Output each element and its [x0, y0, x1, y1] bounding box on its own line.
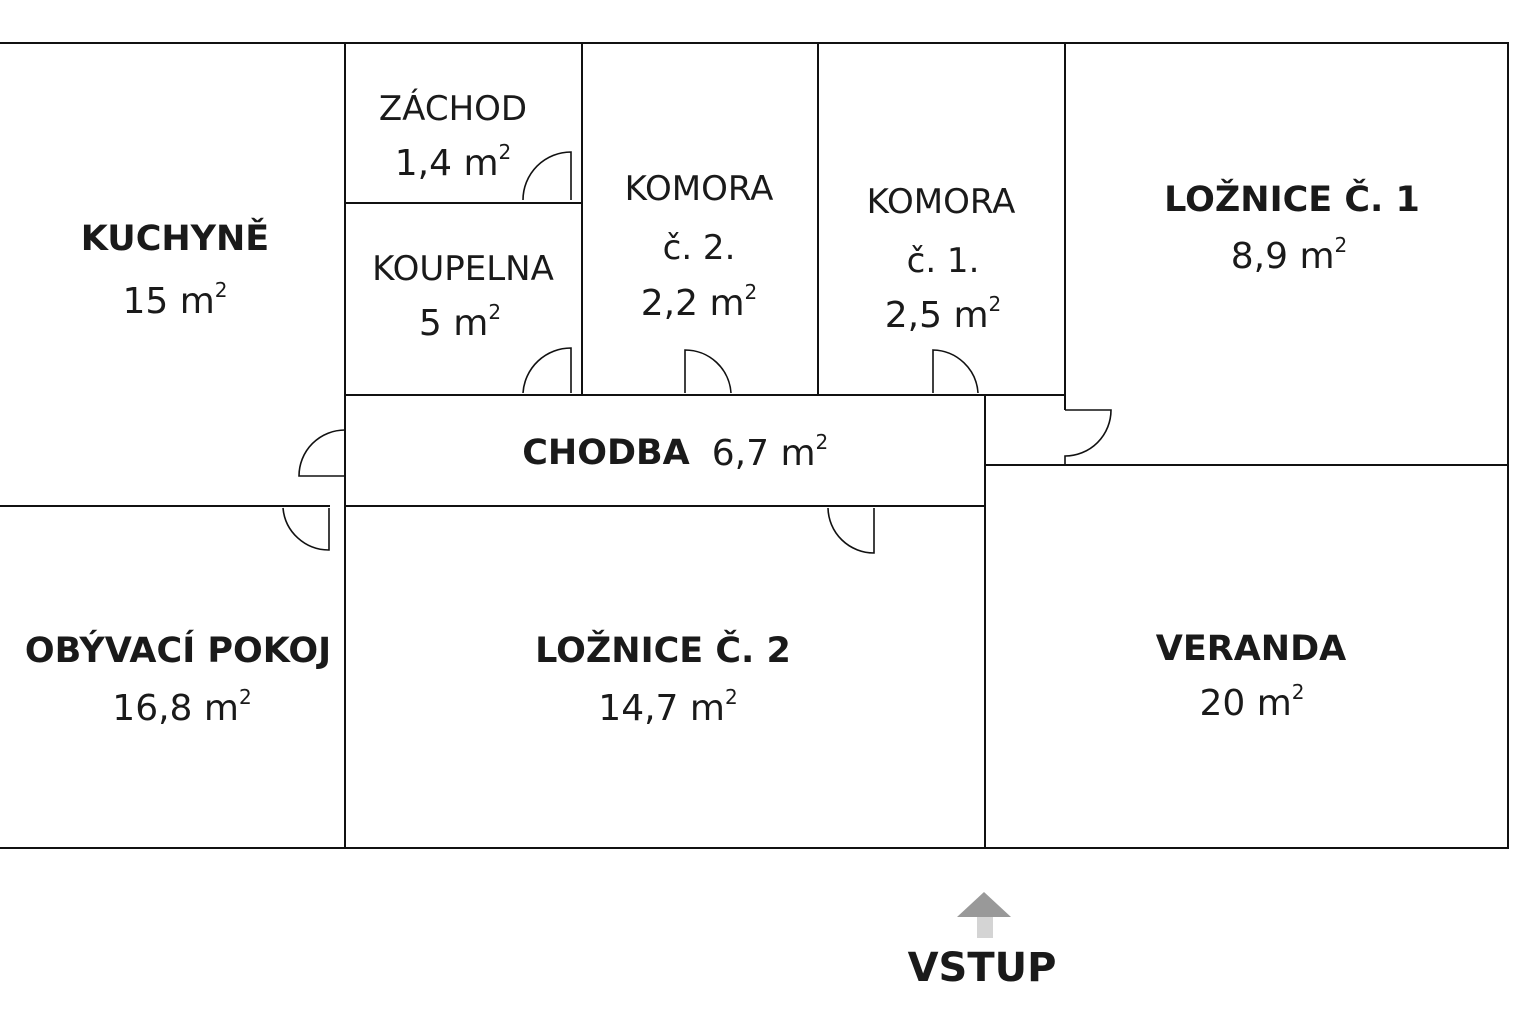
walls [0, 42, 1509, 849]
entrance-label: VSTUP [908, 945, 1057, 991]
room-name-loznice2: LOŽNICE Č. 2 [535, 629, 791, 671]
room-area-kuchyne: 15 m2 [122, 278, 227, 322]
door-komora2 [684, 349, 732, 394]
door-koupelna [522, 347, 572, 394]
room-name-zachod: ZÁCHOD [379, 88, 527, 129]
room-name-komora2: KOMORA [625, 169, 774, 209]
door-kuchyne [298, 429, 346, 477]
entrance-marker: VSTUP [908, 892, 1057, 991]
room-area-loznice2: 14,7 m2 [598, 685, 737, 729]
room-number-komora2: č. 2. [663, 228, 736, 268]
entrance-arrow-icon [957, 892, 1011, 917]
room-area-veranda: 20 m2 [1199, 680, 1304, 724]
door-loznice2 [827, 507, 875, 554]
room-labels: KUCHYNĚ 15 m2 ZÁCHOD 1,4 m2 KOUPELNA 5 m… [25, 88, 1420, 729]
room-area-obyvaci: 16,8 m2 [112, 685, 251, 729]
room-area-chodba: 6,7 m2 [712, 430, 829, 474]
room-area-komora2: 2,2 m2 [641, 280, 758, 324]
room-area-komora1: 2,5 m2 [885, 292, 1002, 336]
room-area-loznice1: 8,9 m2 [1231, 233, 1348, 277]
room-name-kuchyne: KUCHYNĚ [81, 217, 269, 259]
room-name-koupelna: KOUPELNA [372, 249, 554, 289]
room-name-chodba: CHODBA [522, 433, 690, 473]
outer-wall [0, 42, 1509, 849]
room-name-loznice1: LOŽNICE Č. 1 [1164, 178, 1420, 220]
doors [282, 151, 1112, 554]
door-loznice1 [1064, 409, 1112, 465]
room-number-komora1: č. 1. [907, 241, 980, 281]
door-zachod [522, 151, 572, 201]
door-komora1 [932, 349, 979, 394]
door-obyvaci [282, 507, 330, 551]
room-area-zachod: 1,4 m2 [395, 140, 512, 184]
room-name-komora1: KOMORA [867, 182, 1016, 222]
room-name-obyvaci: OBÝVACÍ POKOJ [25, 628, 331, 671]
room-name-veranda: VERANDA [1156, 629, 1346, 669]
entrance-arrow-shaft [977, 916, 993, 938]
room-area-koupelna: 5 m2 [419, 300, 501, 344]
